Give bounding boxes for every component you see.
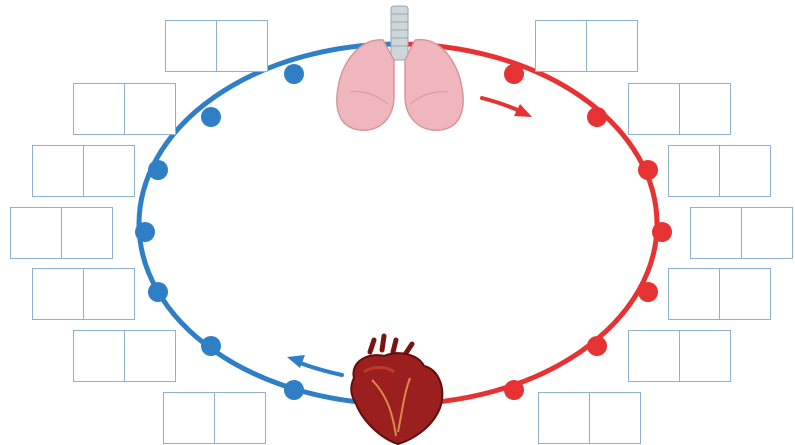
- label-cell[interactable]: [719, 145, 771, 197]
- right-label-box[interactable]: [668, 145, 769, 197]
- left-label-box[interactable]: [73, 330, 174, 382]
- heart-icon: [351, 336, 442, 444]
- label-cell[interactable]: [741, 207, 793, 259]
- label-cell[interactable]: [61, 207, 113, 259]
- label-cell[interactable]: [719, 268, 771, 320]
- label-cell[interactable]: [679, 83, 731, 135]
- deoxygenated-dot: [284, 380, 304, 400]
- label-cell[interactable]: [668, 145, 720, 197]
- oxygenated-dot: [652, 222, 672, 242]
- deoxygenated-dot: [148, 282, 168, 302]
- label-cell[interactable]: [535, 20, 587, 72]
- label-cell[interactable]: [628, 330, 680, 382]
- label-cell[interactable]: [124, 330, 176, 382]
- left-label-box[interactable]: [163, 392, 264, 444]
- oxygenated-dot: [638, 282, 658, 302]
- deoxygenated-dot: [148, 160, 168, 180]
- label-cell[interactable]: [216, 20, 268, 72]
- label-cell[interactable]: [589, 392, 641, 444]
- label-cell[interactable]: [214, 392, 266, 444]
- lungs-icon: [337, 6, 463, 130]
- flow-arrow-right: [482, 98, 532, 117]
- label-cell[interactable]: [668, 268, 720, 320]
- right-label-box[interactable]: [690, 207, 791, 259]
- label-cell[interactable]: [679, 330, 731, 382]
- oxygenated-dot: [638, 160, 658, 180]
- label-cell[interactable]: [73, 83, 125, 135]
- label-cell[interactable]: [32, 145, 84, 197]
- left-label-box[interactable]: [10, 207, 111, 259]
- right-label-box[interactable]: [538, 392, 639, 444]
- label-cell[interactable]: [165, 20, 217, 72]
- oxygenated-dot: [504, 64, 524, 84]
- right-label-box[interactable]: [535, 20, 636, 72]
- deoxygenated-dot: [201, 107, 221, 127]
- deoxygenated-dot: [135, 222, 155, 242]
- oxygenated-dot: [504, 380, 524, 400]
- label-cell[interactable]: [586, 20, 638, 72]
- label-cell[interactable]: [83, 145, 135, 197]
- label-cell[interactable]: [163, 392, 215, 444]
- label-cell[interactable]: [10, 207, 62, 259]
- deoxygenated-dot: [201, 336, 221, 356]
- label-cell[interactable]: [83, 268, 135, 320]
- flow-arrow-left: [287, 355, 342, 375]
- right-label-box[interactable]: [628, 330, 729, 382]
- right-label-box[interactable]: [628, 83, 729, 135]
- left-label-box[interactable]: [73, 83, 174, 135]
- deoxygenated-dot: [284, 64, 304, 84]
- right-label-box[interactable]: [668, 268, 769, 320]
- label-cell[interactable]: [628, 83, 680, 135]
- left-label-box[interactable]: [32, 268, 133, 320]
- oxygenated-dot: [587, 107, 607, 127]
- label-cell[interactable]: [32, 268, 84, 320]
- left-label-box[interactable]: [165, 20, 266, 72]
- left-label-box[interactable]: [32, 145, 133, 197]
- label-cell[interactable]: [73, 330, 125, 382]
- oxygenated-dot: [587, 336, 607, 356]
- label-cell[interactable]: [690, 207, 742, 259]
- label-cell[interactable]: [124, 83, 176, 135]
- label-cell[interactable]: [538, 392, 590, 444]
